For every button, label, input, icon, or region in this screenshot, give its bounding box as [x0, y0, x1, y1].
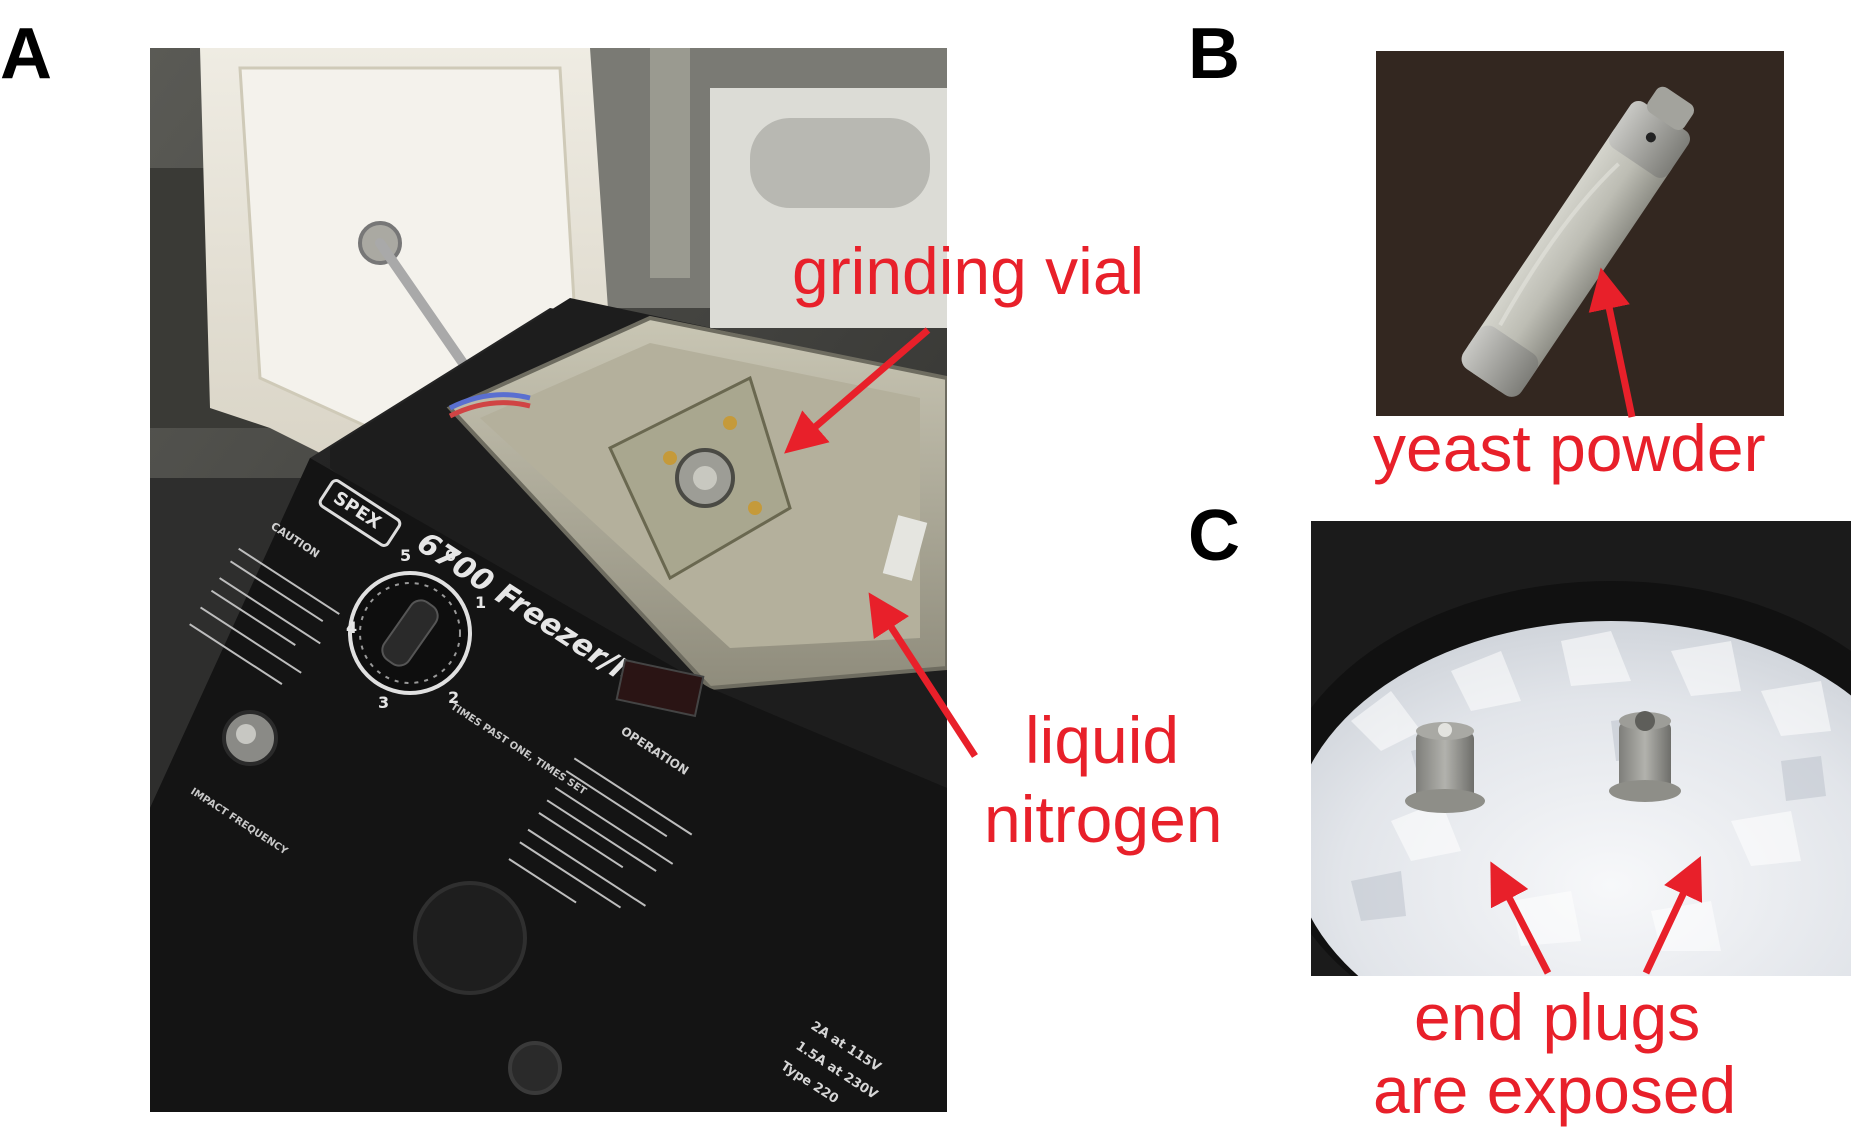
annotation-yeast-powder: yeast powder: [1373, 411, 1766, 485]
timer-mark-1: 1: [475, 593, 486, 612]
panel-letter-a: A: [0, 14, 52, 94]
panel-letter-b: B: [1188, 14, 1240, 94]
ice-bath-illustration: [1311, 521, 1851, 976]
photo-ice-bath: [1311, 521, 1851, 976]
photo-freezer-mill: SPEX 6700 Freezer/Mill CAUTION 5 0 1 2 3…: [150, 48, 947, 1112]
timer-mark-0: 0: [445, 546, 456, 565]
freezer-mill-illustration: SPEX 6700 Freezer/Mill CAUTION 5 0 1 2 3…: [150, 48, 947, 1112]
annotation-end-plugs-line2: are exposed: [1373, 1053, 1737, 1127]
annotation-liquid-nitrogen-line2: nitrogen: [984, 782, 1223, 856]
grinding-vial-illustration: [1376, 51, 1784, 416]
annotation-grinding-vial: grinding vial: [792, 234, 1145, 308]
annotation-liquid-nitrogen-line1: liquid: [1025, 703, 1180, 777]
timer-mark-5: 5: [400, 546, 411, 565]
timer-mark-2: 2: [448, 688, 459, 707]
timer-dial: 5 0 1 2 3 4: [346, 546, 486, 712]
timer-mark-3: 3: [378, 693, 389, 712]
end-plug-left: [1405, 722, 1485, 813]
end-plug-right: [1609, 711, 1681, 802]
photo-grinding-vial: [1376, 51, 1784, 416]
annotation-end-plugs-line1: end plugs: [1414, 980, 1701, 1054]
panel-letter-c: C: [1188, 496, 1240, 576]
timer-mark-4: 4: [346, 618, 357, 637]
